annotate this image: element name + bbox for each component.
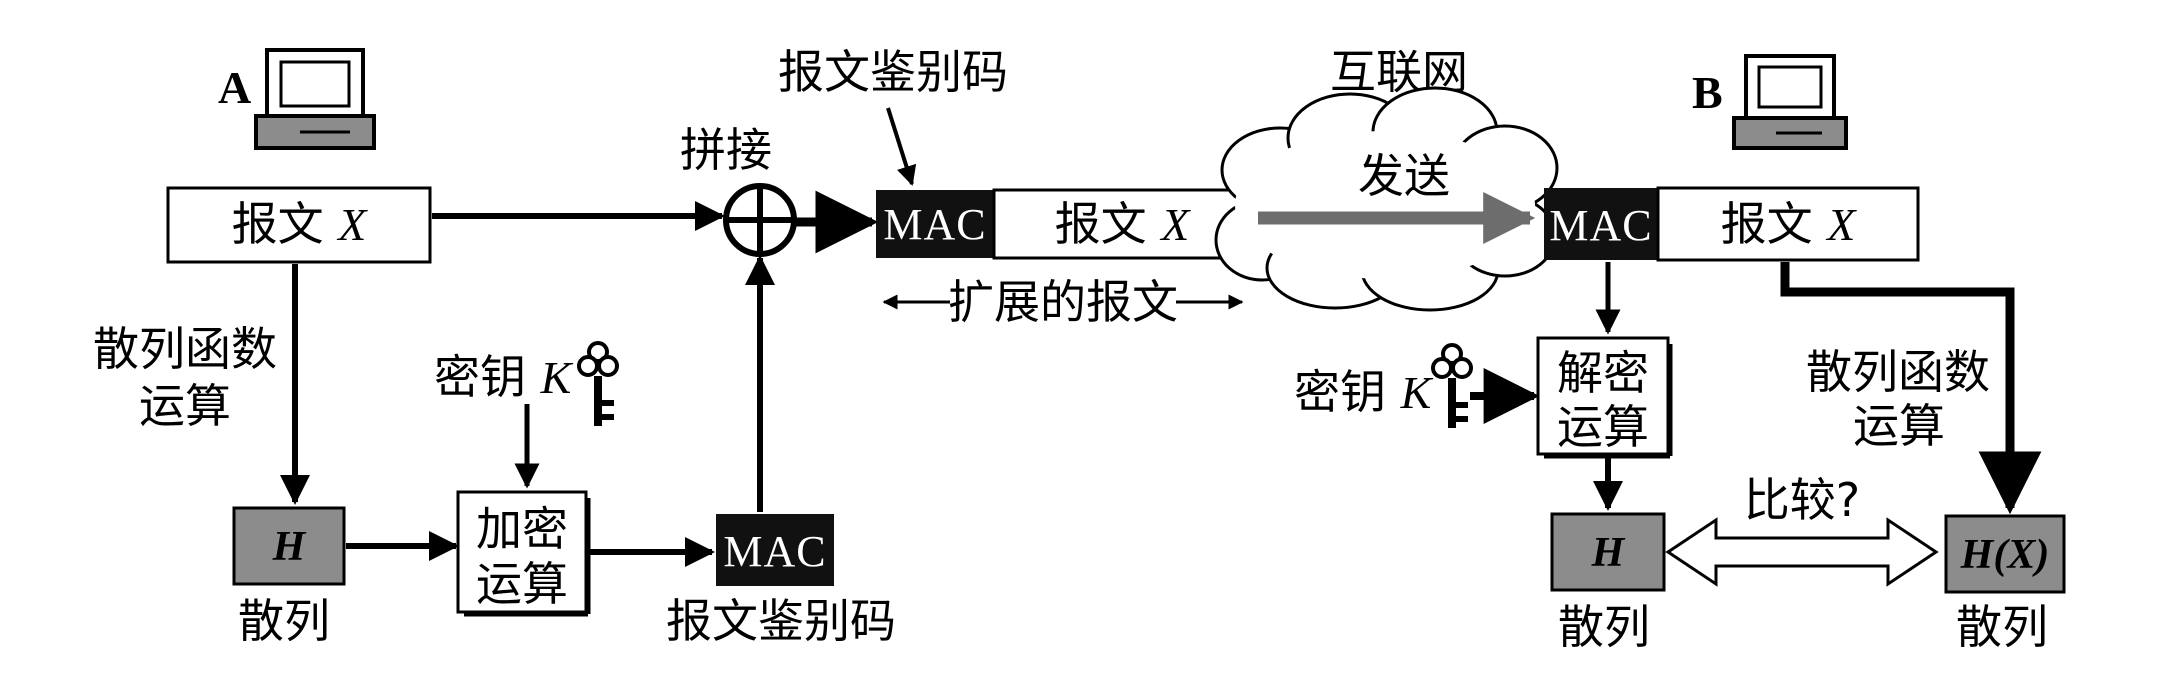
arrow-message-to-hash-b	[1780, 262, 2042, 515]
svg-text:密钥 K: 密钥 K	[434, 350, 574, 404]
svg-text:报文 X: 报文 X	[1055, 197, 1192, 251]
message-text: 报文	[232, 197, 339, 251]
concat-label: 拼接	[680, 123, 772, 177]
message-variable: X	[336, 199, 368, 250]
hash-caption-a: 散列	[238, 594, 330, 648]
svg-text:报文 X: 报文 X	[1721, 197, 1858, 251]
compare-double-arrow	[1665, 517, 1939, 587]
received-message-text: 报文	[1721, 197, 1828, 251]
extended-message: MAC 报文 X	[876, 188, 1252, 260]
computer-icon	[254, 48, 376, 150]
concat-operator-icon	[723, 183, 797, 257]
hash-x-symbol: H(X)	[1960, 532, 2050, 578]
mac-text-received: MAC	[1549, 201, 1652, 250]
hash-function-label-b-line2: 运算	[1853, 399, 1945, 453]
key-text-b: 密钥	[1294, 365, 1401, 419]
key-variable-b: K	[1400, 367, 1434, 418]
hash-box-b: H	[1550, 512, 1666, 592]
mac-text-extended: MAC	[883, 200, 986, 249]
encrypt-label-line1: 加密	[476, 502, 568, 556]
mac-caption-a: 报文鉴别码	[666, 594, 896, 648]
hash-function-label-line2: 运算	[139, 379, 231, 433]
encrypt-box: 加密 运算	[456, 490, 591, 617]
decrypt-label-line1: 解密	[1557, 346, 1649, 400]
hash-function-label-b-line1: 散列函数	[1806, 345, 1990, 399]
mac-pointer-label: 报文鉴别码	[778, 45, 1008, 99]
hash-symbol-a: H	[272, 524, 307, 570]
decrypt-box: 解密 运算	[1536, 336, 1673, 459]
svg-text:密钥 K: 密钥 K	[1294, 365, 1434, 419]
hash-caption-x: 散列	[1956, 600, 2048, 654]
hash-symbol-b: H	[1591, 530, 1626, 576]
key-icon	[1431, 343, 1473, 428]
decrypt-label-line2: 运算	[1557, 400, 1649, 454]
extended-message-label: 扩展的报文	[948, 275, 1178, 329]
sender-label: A	[218, 62, 251, 113]
hash-caption-b: 散列	[1558, 600, 1650, 654]
key-text-a: 密钥	[434, 350, 541, 404]
hash-function-label-line1: 散列函数	[93, 322, 277, 376]
mac-box-a: MAC	[716, 514, 834, 586]
message-box-a: 报文 X	[166, 186, 432, 264]
receiver-label: B	[1692, 67, 1723, 118]
compare-label: 比较?	[1744, 473, 1860, 527]
key-variable-a: K	[540, 352, 574, 403]
computer-icon	[1732, 54, 1848, 150]
received-message-variable: X	[1825, 199, 1857, 250]
extended-message-variable: X	[1159, 199, 1191, 250]
encrypt-label-line2: 运算	[476, 557, 568, 611]
mac-text-a: MAC	[723, 527, 826, 576]
hash-box-a: H	[232, 506, 346, 586]
extended-message-text: 报文	[1055, 197, 1162, 251]
hash-x-box: H(X)	[1944, 514, 2066, 594]
svg-text:报文 X: 报文 X	[232, 197, 369, 251]
send-label: 发送	[1358, 149, 1450, 203]
mac-pointer-arrow	[886, 107, 917, 186]
received-message: MAC 报文 X	[1544, 186, 1920, 262]
key-icon	[577, 341, 619, 426]
